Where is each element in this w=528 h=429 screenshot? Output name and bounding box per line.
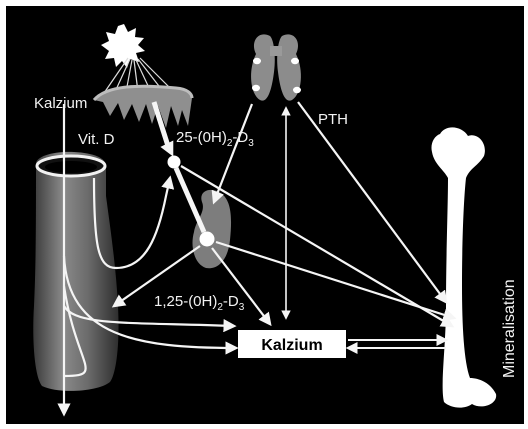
d125-label: 1,25-(0H)2-D3 bbox=[154, 293, 245, 313]
diagram-canvas: Kalzium Kalzium Vit. D 25-(0H)2-D3 PTH 1… bbox=[6, 6, 524, 424]
skin-icon bbox=[94, 86, 192, 128]
node-1-25-oh-d3 bbox=[200, 232, 215, 247]
mineralisation-label: Mineralisation bbox=[501, 279, 518, 378]
vitd-label: Vit. D bbox=[78, 131, 115, 148]
kidney-icon bbox=[193, 190, 232, 268]
kidney-to-bone-arrow bbox=[216, 242, 454, 318]
pth-label: PTH bbox=[318, 111, 348, 128]
pth-to-bone-arrow bbox=[298, 102, 446, 302]
calcium-label-left: Kalzium bbox=[34, 95, 87, 112]
intestine-icon bbox=[33, 152, 118, 391]
calcium-box-label: Kalzium bbox=[261, 337, 322, 354]
sun-icon bbox=[101, 24, 145, 68]
d25-label: 25-(0H)2-D3 bbox=[176, 129, 254, 149]
calcium-bone-exchange-arrows bbox=[348, 340, 446, 348]
calcium-box: Kalzium bbox=[238, 330, 346, 358]
parathyroid-gland-icon bbox=[251, 34, 301, 100]
node-25-oh-d3 bbox=[168, 156, 181, 169]
bone-icon bbox=[431, 127, 496, 407]
pth-to-kidney-arrow bbox=[214, 104, 252, 202]
